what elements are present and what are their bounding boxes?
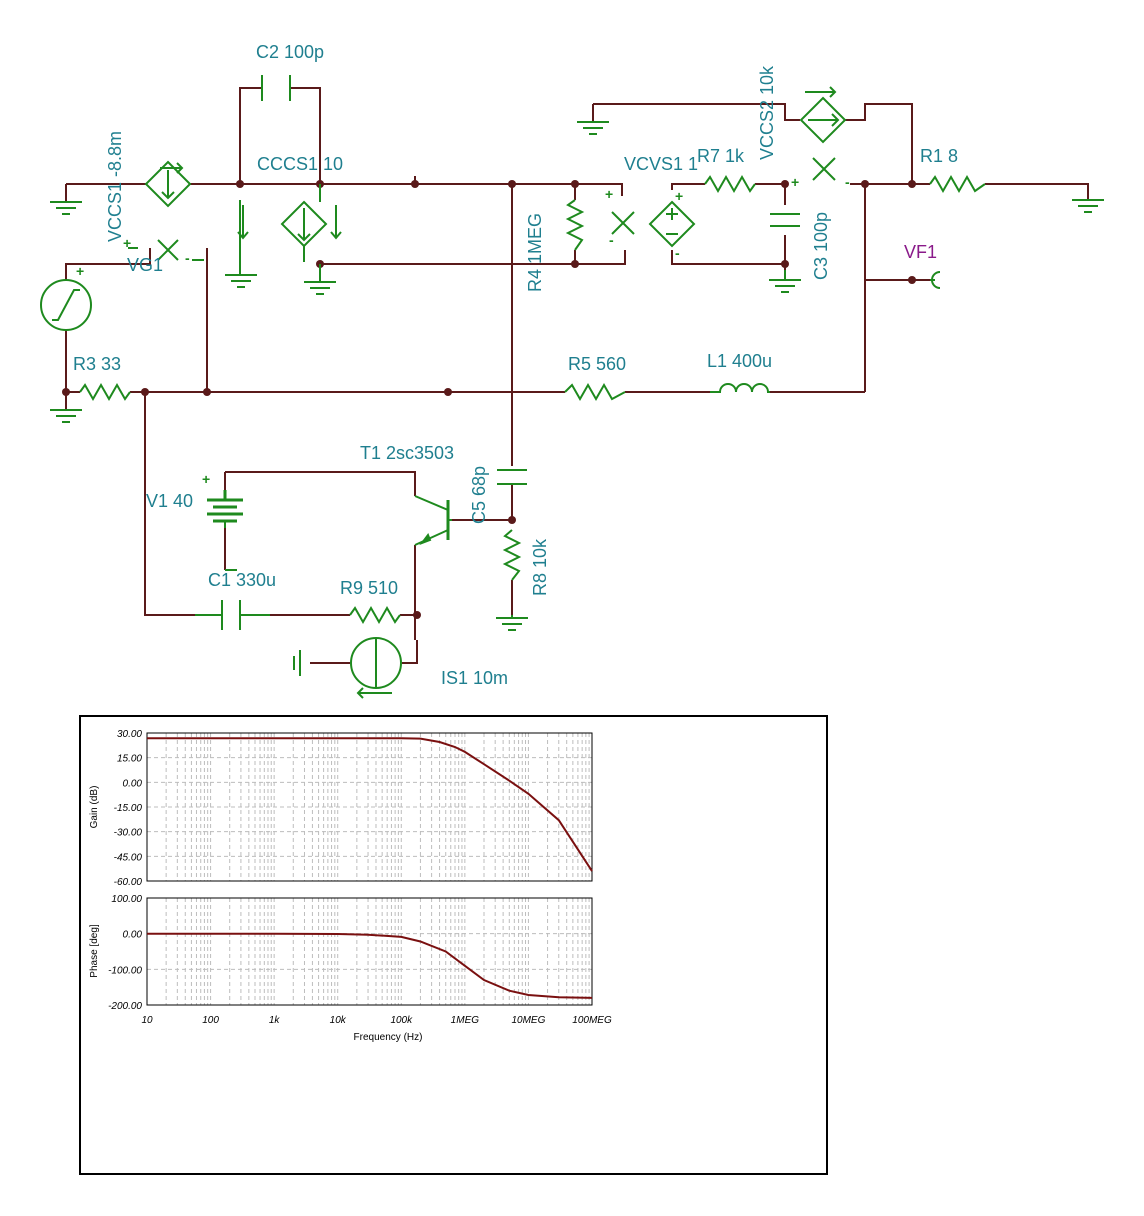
svg-text:+: +	[76, 263, 84, 279]
capacitor-c2	[261, 75, 291, 101]
gain-y-axis-label: Gain (dB)	[89, 786, 100, 829]
wires	[65, 87, 1089, 664]
frequency-tick-label: 1MEG	[451, 1015, 480, 1026]
label-vccs1: VCCS1 -8.8m	[105, 131, 125, 242]
label-r3: R3 33	[73, 354, 121, 374]
ground-symbols	[50, 121, 1104, 676]
x-axis-label: Frequency (Hz)	[354, 1032, 423, 1043]
resistor-r5	[564, 382, 626, 402]
label-r9: R9 510	[340, 578, 398, 598]
gain-grid	[146, 733, 592, 881]
svg-text:+: +	[123, 235, 131, 251]
gain-y-tick-label: 0.00	[123, 778, 143, 789]
label-c5: C5 68p	[469, 466, 489, 524]
label-v1: V1 40	[146, 491, 193, 511]
phase-series-line	[147, 932, 593, 999]
junction-dots	[62, 180, 916, 619]
label-is1: IS1 10m	[441, 668, 508, 688]
capacitor-c3	[770, 213, 800, 227]
label-vf1: VF1	[904, 242, 937, 262]
gain-y-tick-label: 30.00	[117, 729, 142, 740]
frequency-tick-label: 10	[141, 1015, 153, 1026]
gain-plot: 30.00 15.00 0.00 -15.00 -30.00 -45.00 -60.00 G…	[89, 729, 593, 888]
gain-y-tick-label: -60.00	[114, 877, 143, 888]
frequency-tick-label: 100k	[390, 1015, 413, 1026]
frequency-tick-labels: 10 100 1k 10k 100k 1MEG 10MEG 100MEG	[141, 1015, 612, 1026]
component-labels: C2 100p CCCS1 10 VCCS1 -8.8m VG1 R4 1MEG…	[73, 42, 958, 688]
frequency-tick-label: 100MEG	[572, 1015, 612, 1026]
resistor-r8	[502, 529, 522, 581]
resistor-r9	[349, 605, 401, 625]
label-c3: C3 100p	[811, 212, 831, 280]
vccs1-source	[128, 160, 204, 261]
resistor-r4	[565, 199, 585, 251]
label-cccs1: CCCS1 10	[257, 154, 343, 174]
resistor-r3	[79, 382, 131, 402]
frequency-tick-label: 10MEG	[511, 1015, 545, 1026]
bode-plot-panel: 30.00 15.00 0.00 -15.00 -30.00 -45.00 -60.00 G…	[79, 715, 828, 1175]
gain-y-tick-label: 15.00	[117, 754, 142, 765]
polarity-marks: + + - + - + - + - +	[76, 174, 850, 487]
label-c2: C2 100p	[256, 42, 324, 62]
phase-y-tick-label: 100.00	[111, 894, 142, 905]
vg1-generator	[40, 279, 92, 331]
phase-y-tick-label: -100.00	[108, 965, 142, 976]
resistor-r1	[929, 174, 986, 194]
gain-y-tick-labels: 30.00 15.00 0.00 -15.00 -30.00 -45.00 -60.00	[114, 729, 143, 888]
svg-text:+: +	[791, 174, 799, 190]
inductor-l1	[710, 383, 770, 393]
phase-y-tick-label: -200.00	[108, 1001, 142, 1012]
label-t1: T1 2sc3503	[360, 443, 454, 463]
frequency-tick-label: 1k	[269, 1015, 281, 1026]
label-r4: R4 1MEG	[525, 213, 545, 292]
frequency-tick-label: 100	[202, 1015, 219, 1026]
current-source-is1	[350, 637, 402, 699]
battery-v1	[207, 490, 243, 528]
svg-text:+: +	[605, 186, 613, 202]
gain-y-tick-label: -45.00	[114, 852, 143, 863]
label-vg1: VG1	[127, 255, 163, 275]
label-r7: R7 1k	[697, 146, 745, 166]
label-vccs2: VCCS2 10k	[757, 65, 777, 160]
resistor-r7	[704, 174, 756, 194]
vccs2-source	[799, 86, 847, 181]
svg-text:+: +	[675, 188, 683, 204]
transistor-t1	[414, 495, 452, 546]
capacitor-c1	[195, 600, 270, 630]
vcvs1-source	[648, 200, 696, 248]
svg-text:-: -	[609, 232, 614, 248]
vcvs1-sense	[611, 211, 635, 235]
cccs1-source	[237, 184, 342, 262]
gain-y-tick-label: -15.00	[114, 803, 143, 814]
svg-text:-: -	[845, 174, 850, 190]
label-r8: R8 10k	[530, 538, 550, 596]
phase-y-axis-label: Phase [deg]	[89, 924, 100, 978]
frequency-tick-label: 10k	[330, 1015, 347, 1026]
label-l1: L1 400u	[707, 351, 772, 371]
label-r5: R5 560	[568, 354, 626, 374]
vf1-probe	[930, 271, 941, 289]
phase-y-tick-label: 0.00	[123, 930, 143, 941]
svg-text:-: -	[675, 245, 680, 261]
label-r1: R1 8	[920, 146, 958, 166]
phase-y-tick-labels: 100.00 0.00 -100.00 -200.00	[108, 894, 142, 1012]
svg-text:+: +	[202, 471, 210, 487]
gain-series-line	[147, 737, 593, 872]
svg-text:-: -	[185, 250, 190, 266]
label-vcvs1: VCVS1 1	[624, 154, 698, 174]
gain-y-tick-label: -30.00	[114, 828, 143, 839]
capacitor-c5	[497, 469, 527, 485]
phase-grid	[146, 898, 592, 1005]
label-c1: C1 330u	[208, 570, 276, 590]
